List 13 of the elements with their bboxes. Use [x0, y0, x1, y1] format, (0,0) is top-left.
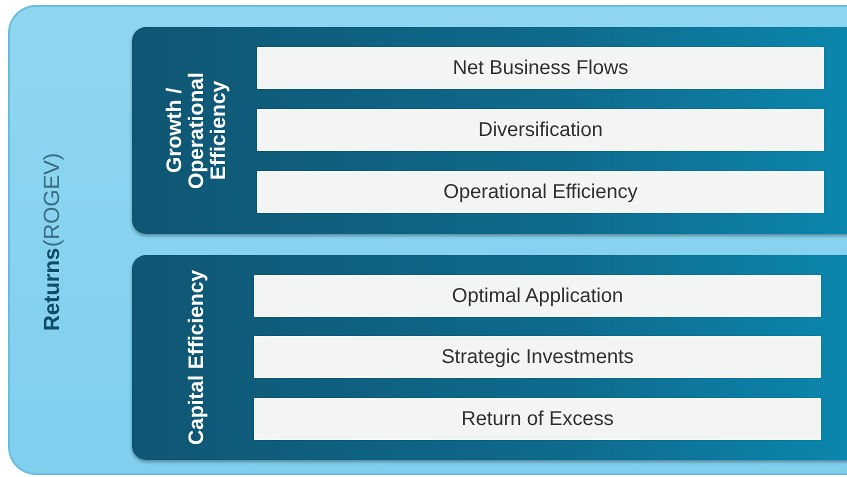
item-bar: Strategic Investments	[254, 336, 821, 378]
item-bar: Operational Efficiency	[257, 171, 824, 213]
panel-heading: Returns	[40, 248, 64, 331]
group-panel	[132, 27, 847, 234]
group-heading: Growth / Operational Efficiency	[162, 71, 232, 191]
item-bar: Return of Excess	[254, 398, 821, 440]
item-bar: Net Business Flows	[257, 47, 824, 89]
group-heading: Capital Efficiency	[184, 268, 209, 448]
outer-panel	[8, 5, 847, 475]
panel-subheading: (ROGEV)	[40, 153, 64, 248]
group-panel	[132, 255, 847, 460]
item-bar: Optimal Application	[254, 275, 821, 317]
item-bar: Diversification	[257, 109, 824, 151]
